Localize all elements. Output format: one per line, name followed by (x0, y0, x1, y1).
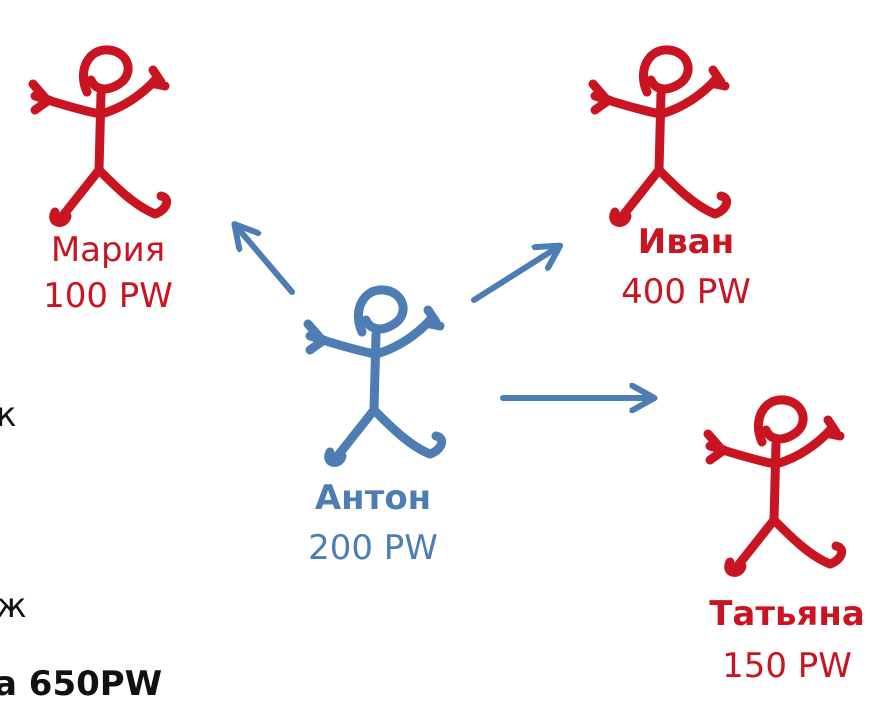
left-text-fragment-2: ж (0, 586, 27, 626)
ivan-points: 400 PW (621, 272, 751, 312)
left-text-fragment-1: к (0, 395, 17, 435)
tatyana-points: 150 PW (722, 646, 852, 686)
arrow-to-maria (236, 226, 295, 295)
anton-points: 200 PW (308, 528, 438, 568)
arrow-to-ivan (471, 247, 558, 303)
maria-name: Мария (50, 230, 166, 270)
anton-figure-icon (303, 285, 447, 467)
ivan-name: Иван (637, 222, 735, 262)
tatyana-name: Татьяна (709, 594, 865, 634)
maria-figure-icon (28, 45, 172, 227)
anton-name: Антон (314, 478, 432, 518)
ivan-figure-icon (588, 45, 732, 227)
maria-points: 100 PW (43, 276, 173, 316)
left-text-fragment-3: а 650PW (0, 664, 163, 704)
tatyana-figure-icon (703, 395, 847, 577)
diagram-canvas (28, 45, 847, 577)
